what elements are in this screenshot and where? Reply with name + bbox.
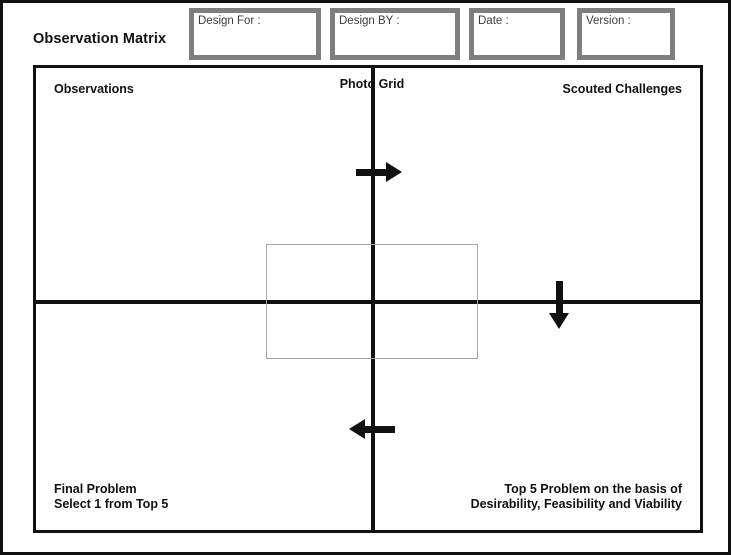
arrow-down-head	[549, 313, 569, 329]
meta-field-design-by[interactable]: Design BY :	[330, 8, 460, 60]
worksheet-header: Observation Matrix Design For : Design B…	[3, 3, 728, 63]
arrow-left-head	[349, 419, 365, 439]
meta-field-version[interactable]: Version :	[577, 8, 675, 60]
quadrant-label-top-5-problem-line1: Top 5 Problem on the basis of	[504, 482, 682, 496]
meta-field-design-for-label: Design For :	[198, 15, 261, 27]
meta-field-version-label: Version :	[586, 15, 631, 27]
quadrant-label-top-5-problem: Top 5 Problem on the basis of Desirabili…	[471, 482, 682, 512]
matrix-horizontal-divider	[36, 300, 700, 304]
meta-field-design-for[interactable]: Design For :	[189, 8, 321, 60]
quadrant-label-final-problem-line1: Final Problem	[54, 482, 137, 496]
arrow-down-shaft	[555, 281, 563, 315]
photo-grid-box[interactable]	[266, 244, 478, 359]
photo-grid-label: Photo Grid	[339, 77, 405, 91]
matrix-vertical-divider	[371, 68, 375, 530]
observation-matrix: Observations Scouted Challenges Final Pr…	[33, 65, 703, 533]
meta-field-design-by-label: Design BY :	[339, 15, 400, 27]
arrow-right-shaft	[356, 168, 388, 176]
quadrant-label-scouted-challenges: Scouted Challenges	[562, 82, 682, 96]
quadrant-label-top-5-problem-line2: Desirability, Feasibility and Viability	[470, 497, 682, 511]
arrow-right-head	[386, 162, 402, 182]
arrow-down-icon	[548, 281, 570, 329]
meta-field-date[interactable]: Date :	[469, 8, 565, 60]
quadrant-label-final-problem-line2: Select 1 from Top 5	[54, 497, 169, 511]
quadrant-label-final-problem: Final Problem Select 1 from Top 5	[54, 482, 168, 512]
arrow-left-shaft	[363, 425, 395, 433]
quadrant-label-observations: Observations	[54, 82, 134, 96]
meta-field-date-label: Date :	[478, 15, 509, 27]
arrow-left-icon	[349, 418, 395, 440]
page-title: Observation Matrix	[33, 31, 167, 47]
arrow-right-icon	[356, 161, 402, 183]
